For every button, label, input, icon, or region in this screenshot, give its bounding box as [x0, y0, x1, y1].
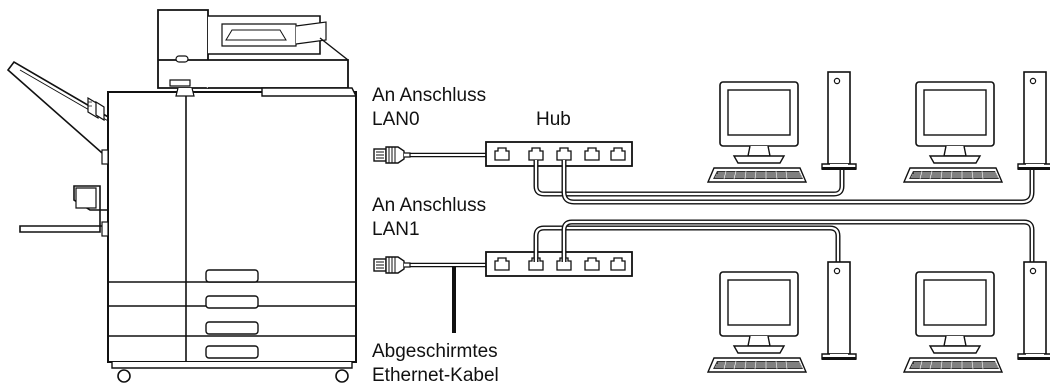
desktop-computer-icon [903, 261, 1050, 373]
hub-top [485, 141, 633, 167]
desktop-computer-icon [903, 71, 1050, 183]
ethernet-plug-icon [373, 256, 411, 274]
label-port-lan1-line1: An Anschluss [372, 195, 487, 216]
cable-pointer-line [452, 267, 456, 333]
label-port-lan0-line2: LAN0 [372, 109, 420, 130]
network-cables [533, 160, 1035, 262]
desktop-computer-icon [707, 261, 857, 373]
label-port-lan0-line1: An Anschluss [372, 85, 487, 106]
label-hub: Hub [536, 109, 571, 130]
cable-lan0 [373, 146, 486, 164]
printer-icon [6, 9, 358, 383]
hub-bottom [485, 251, 633, 277]
label-cable-line1: Abgeschirmtes [372, 341, 498, 362]
label-cable-line2: Ethernet-Kabel [372, 365, 499, 386]
desktop-computer-icon [707, 71, 857, 183]
label-port-lan1-line2: LAN1 [372, 219, 420, 240]
ethernet-plug-icon [373, 146, 411, 164]
cable-lan1 [373, 256, 486, 274]
